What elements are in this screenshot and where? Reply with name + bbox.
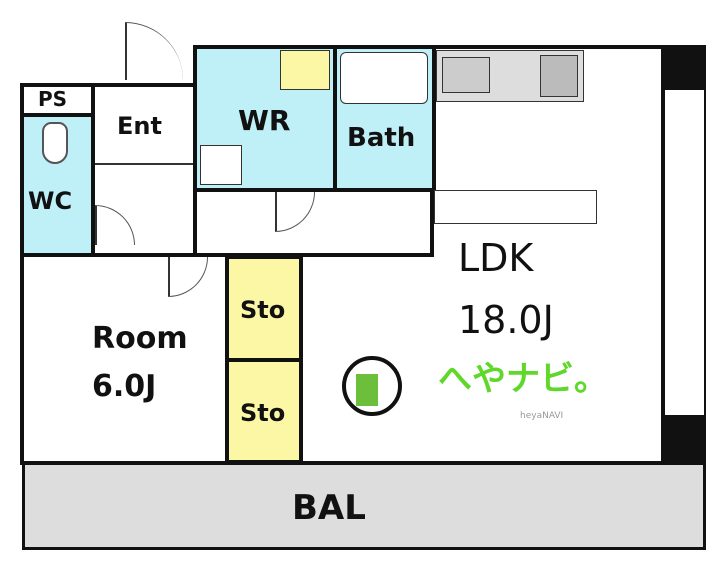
sink-icon	[280, 50, 330, 90]
column-bottom-right	[662, 415, 706, 465]
ldk-size: 18.0J	[458, 298, 554, 342]
corridor-wall-upper	[430, 190, 434, 257]
nagoya-logo	[342, 356, 402, 416]
building-icon	[356, 374, 378, 406]
room-size: 6.0J	[92, 369, 157, 404]
washer-icon	[200, 145, 242, 185]
brand-sub: heyaNAVI	[520, 411, 564, 421]
entrance	[95, 87, 193, 165]
ps-label: PS	[38, 87, 68, 111]
peninsula-counter	[434, 190, 597, 224]
wc-label: WC	[28, 187, 73, 215]
ent-label: Ent	[117, 112, 162, 140]
entrance-door[interactable]	[125, 22, 183, 80]
storage-1-label: Sto	[240, 296, 286, 324]
bathtub-icon	[340, 52, 428, 104]
balcony-label: BAL	[292, 488, 366, 528]
room-label: Room	[92, 321, 188, 356]
storage-2	[225, 358, 303, 464]
bath-label: Bath	[347, 123, 416, 153]
window-right	[662, 90, 706, 415]
toilet-icon	[42, 122, 68, 164]
storage-2-label: Sto	[240, 399, 286, 427]
column-top-right	[662, 45, 706, 90]
brand-logo: へやナビ。	[438, 359, 608, 399]
kitchen-sink-icon	[442, 57, 490, 93]
ldk-label: LDK	[458, 236, 534, 280]
stove-icon	[540, 55, 578, 97]
wr-label: WR	[238, 104, 291, 137]
room-outline	[20, 253, 229, 465]
